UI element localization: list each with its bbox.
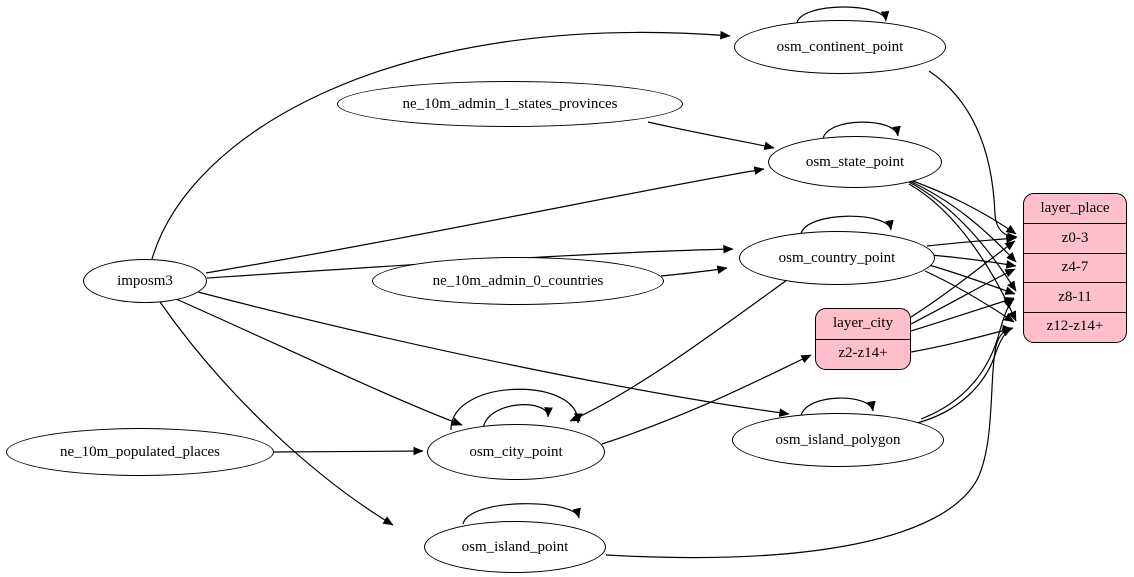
edge-osm_country_point-z4-7 [930, 254, 1017, 269]
node-ne-10m-populated-places-label: ne_10m_populated_places [60, 443, 220, 460]
edge-imposm3-osm_state_point [205, 166, 765, 274]
edge-osm_country_point-z12-z14 [924, 270, 1015, 323]
node-ne-10m-admin-0-countries-label: ne_10m_admin_0_countries [432, 272, 604, 289]
node-osm-state-point-label: osm_state_point [805, 153, 905, 170]
node-ne-10m-admin-1-states-provinces[interactable]: ne_10m_admin_1_states_provinces [337, 81, 683, 127]
edge-osm_continent_point-z0-3 [928, 70, 1018, 242]
record-layer-place-row-z8-11[interactable]: z8-11 [1024, 282, 1126, 311]
edge-imposm3-osm_continent_point [151, 30, 731, 260]
node-osm-continent-point-label: osm_continent_point [776, 38, 904, 55]
node-osm-country-point[interactable]: osm_country_point [739, 231, 935, 285]
edge-imposm3-osm_island_point [159, 301, 394, 526]
edge-ne_10m_populated_places-osm_city_point [273, 446, 424, 456]
selfloop-osm_country_point [800, 215, 894, 235]
edge-osm_country_point-z8-11 [928, 264, 1016, 295]
record-layer-city-title: layer_city [833, 315, 893, 332]
selfloop-osm_state_point [822, 121, 901, 140]
record-layer-place[interactable]: layer_place z0-3 z4-7 z8-11 z12-z14+ [1023, 193, 1127, 343]
edge-osm_island_polygon-z8-11 [920, 298, 1015, 420]
node-osm-island-polygon[interactable]: osm_island_polygon [732, 413, 944, 467]
edge-ne_10m_admin_0_countries-osm_country_point [660, 265, 728, 277]
record-layer-place-row-z12-z14[interactable]: z12-z14+ [1024, 311, 1126, 341]
node-imposm3[interactable]: imposm3 [83, 259, 207, 303]
node-ne-10m-populated-places[interactable]: ne_10m_populated_places [6, 428, 274, 476]
edge-osm_country_point-z0-3 [926, 234, 1017, 247]
edge-osm_state_point-z0-3 [901, 176, 1017, 235]
selfloop-osm_island_point [462, 503, 581, 525]
edge-layer_city-z0-3 [910, 240, 1016, 318]
record-layer-place-title: layer_place [1040, 200, 1110, 217]
edge-osm_island_point-z12-z14 [605, 324, 1013, 559]
node-imposm3-label: imposm3 [117, 272, 173, 289]
edge-osm_city_point-layer_city [601, 354, 812, 445]
node-osm-country-point-label: osm_country_point [778, 249, 896, 266]
record-layer-city[interactable]: layer_city z2-z14+ [815, 308, 911, 370]
record-layer-place-row-z0-3[interactable]: z0-3 [1024, 223, 1126, 252]
selfloop-osm_city_point-inner [482, 404, 553, 431]
node-osm-continent-point[interactable]: osm_continent_point [734, 20, 946, 74]
edge-osm_state_point-z8-11 [906, 180, 1017, 292]
node-osm-city-point-label: osm_city_point [469, 443, 563, 460]
edge-layer_city-z8-11 [910, 296, 1015, 332]
edge-imposm3-osm_island_polygon [197, 291, 790, 417]
selfloop-osm_island_polygon [800, 397, 876, 417]
node-osm-state-point[interactable]: osm_state_point [768, 136, 942, 188]
edge-imposm3-osm_city_point [175, 298, 463, 426]
edge-osm_island_polygon-z12-z14 [916, 327, 1013, 424]
selfloop-osm_city_point-outer [450, 388, 583, 431]
edge-ne_10m_admin_1_states_provinces-osm_state_point [647, 121, 775, 151]
record-layer-place-row-z4-7[interactable]: z4-7 [1024, 252, 1126, 282]
node-osm-island-point-label: osm_island_point [461, 538, 569, 555]
node-osm-island-point[interactable]: osm_island_point [424, 521, 606, 573]
selfloop-osm_continent_point [796, 6, 890, 24]
node-ne-10m-admin-1-states-provinces-label: ne_10m_admin_1_states_provinces [402, 95, 618, 112]
record-layer-city-row-z2-z14[interactable]: z2-z14+ [816, 338, 910, 369]
node-osm-island-polygon-label: osm_island_polygon [775, 431, 901, 448]
edge-osm_state_point-z4-7 [904, 178, 1017, 263]
edge-osm_country_point-osm_city_point [569, 279, 788, 422]
edge-layer_city-z4-7 [910, 268, 1016, 325]
node-osm-city-point[interactable]: osm_city_point [427, 424, 605, 480]
node-ne-10m-admin-0-countries[interactable]: ne_10m_admin_0_countries [372, 257, 664, 305]
